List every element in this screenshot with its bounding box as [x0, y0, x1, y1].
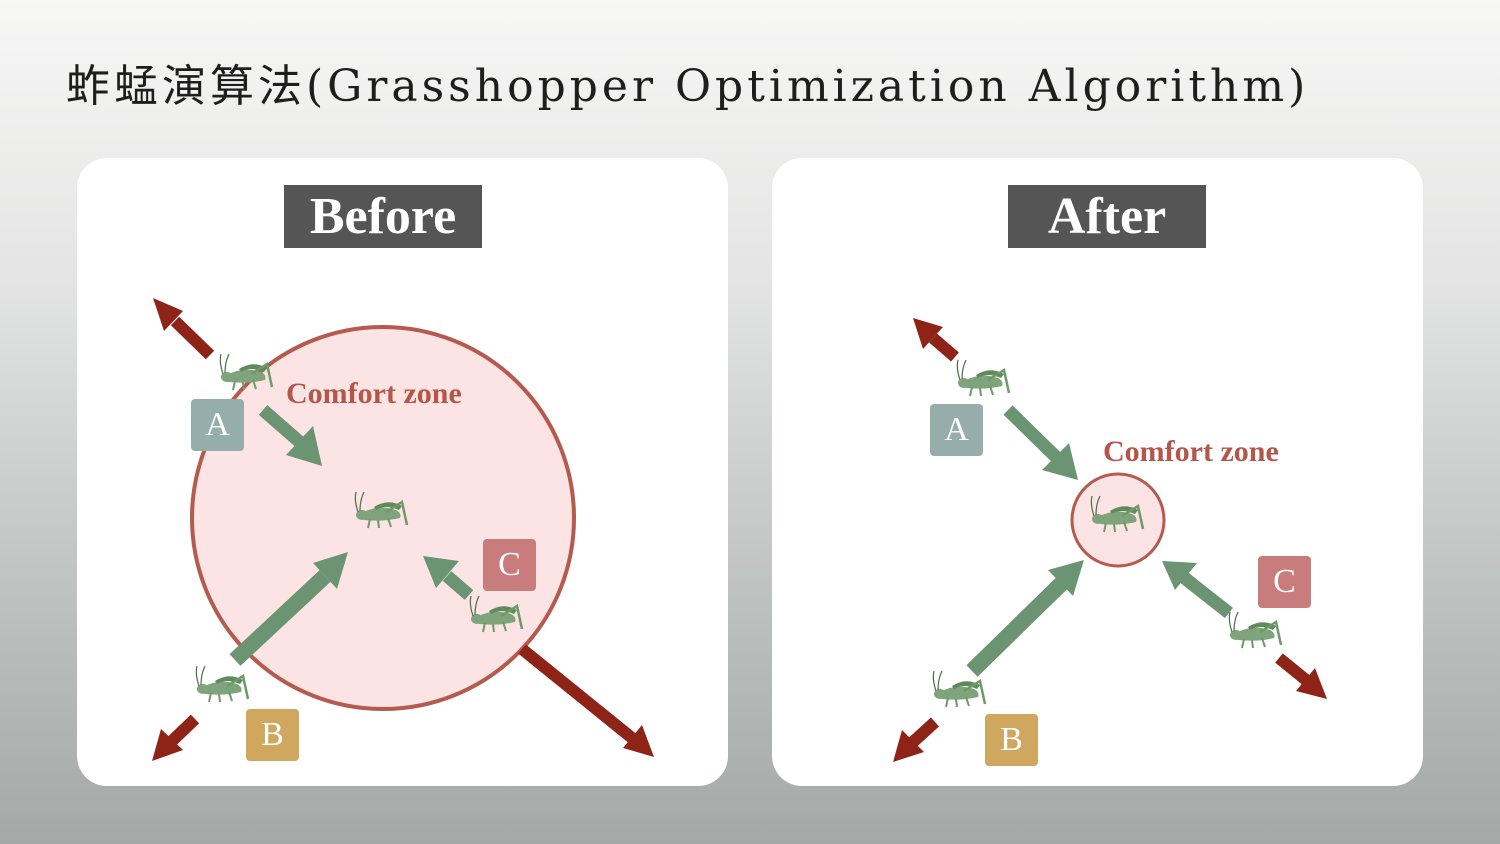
repulsion-arrow	[152, 714, 200, 761]
repulsion-arrow	[153, 298, 215, 360]
label-b-badge: B	[985, 714, 1038, 766]
repulsion-arrow	[893, 717, 940, 762]
before-diagram	[152, 298, 654, 761]
grasshopper-icon	[932, 669, 987, 709]
attraction-arrow	[423, 556, 474, 600]
before-panel: Before Comfort zone A C B	[77, 158, 728, 786]
grasshopper-icon	[956, 358, 1011, 398]
repulsion-arrow	[913, 318, 959, 362]
attraction-arrow	[229, 552, 348, 666]
comfort-zone-label: Comfort zone	[1103, 435, 1279, 468]
attraction-arrow	[258, 405, 322, 466]
label-b-badge: B	[246, 709, 299, 761]
label-c-badge: C	[1258, 556, 1311, 608]
attraction-arrow	[1162, 561, 1234, 619]
grasshopper-icon	[1228, 610, 1283, 650]
attraction-arrow	[966, 560, 1084, 677]
label-a-badge: A	[930, 404, 983, 456]
repulsion-arrow	[518, 644, 654, 757]
label-c-badge: C	[483, 539, 536, 591]
grasshopper-icon	[195, 664, 250, 704]
repulsion-arrow	[1275, 653, 1327, 699]
after-panel: After Comfort zone A C B	[772, 158, 1423, 786]
after-heading: After	[1008, 185, 1206, 248]
before-heading: Before	[284, 185, 482, 248]
attraction-arrow	[1003, 405, 1078, 480]
page-title: 蚱蜢演算法(Grasshopper Optimization Algorithm…	[66, 61, 1310, 112]
label-a-badge: A	[191, 399, 244, 451]
comfort-zone-label: Comfort zone	[286, 377, 462, 410]
after-diagram	[893, 318, 1327, 762]
